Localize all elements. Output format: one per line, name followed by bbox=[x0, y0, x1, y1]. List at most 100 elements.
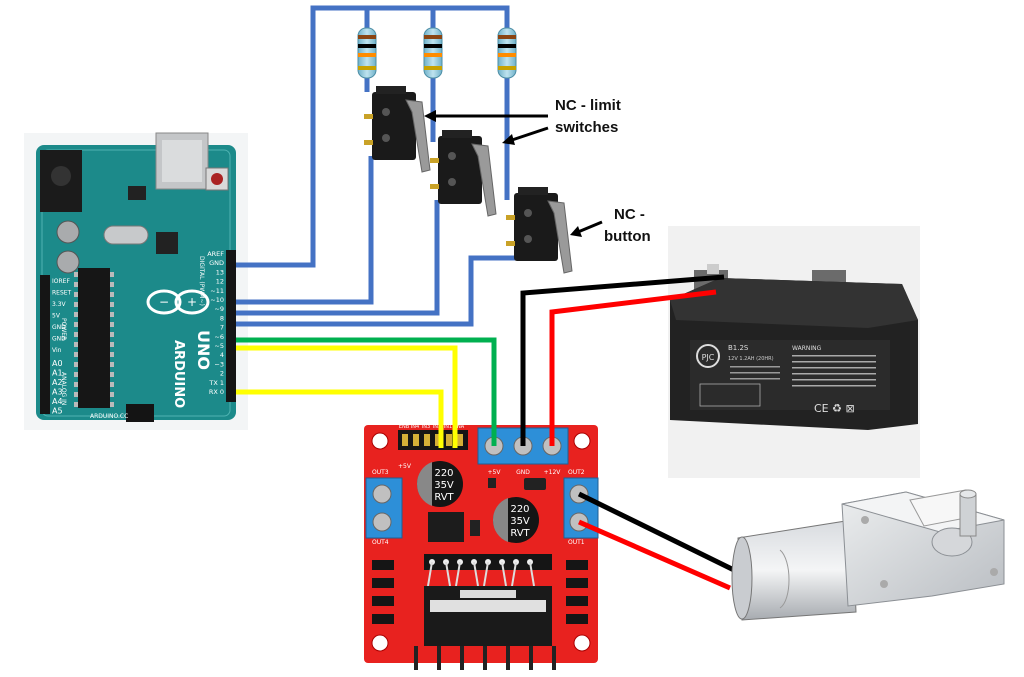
battery-spec: 12V 1.2AH (20HR) bbox=[728, 356, 774, 362]
out3-label: OUT3 bbox=[372, 469, 389, 476]
digital-pin-label: ~9 bbox=[214, 305, 224, 313]
yellow-wire-pin7 bbox=[236, 345, 458, 448]
power-terminal-label: GND bbox=[516, 469, 530, 476]
switches bbox=[364, 86, 573, 274]
power-pin-labels: IOREF RESET 3.3V 5V GND GND Vin bbox=[52, 278, 72, 354]
power-pin-label: 3.3V bbox=[52, 301, 67, 308]
digital-section-label: DIGITAL (PWM~) bbox=[198, 256, 205, 306]
resistor bbox=[423, 27, 443, 79]
svg-text:220: 220 bbox=[434, 468, 453, 479]
power-header bbox=[40, 275, 50, 363]
driver-pin-label: IN4 bbox=[411, 424, 419, 430]
power-pin-label: Vin bbox=[52, 347, 62, 354]
capacitor-2: 220 35V RVT bbox=[492, 497, 539, 543]
driver-pin-label: ENA bbox=[454, 424, 465, 430]
blue-wire-pin9 bbox=[236, 200, 440, 316]
voltage-regulator bbox=[428, 512, 464, 542]
digital-pin-label: 8 bbox=[220, 314, 224, 322]
micro-switch bbox=[506, 187, 573, 274]
limit-switch-label-2: switches bbox=[555, 119, 618, 136]
power-terminal-label: +12V bbox=[544, 469, 562, 476]
svg-text:PJC: PJC bbox=[702, 353, 715, 362]
red-wire-motor bbox=[577, 519, 732, 591]
button-label-1: NC - bbox=[614, 206, 645, 223]
analog-pin-label: A3 bbox=[52, 388, 63, 397]
dc-gear-motor bbox=[731, 489, 1005, 621]
out1-label: OUT1 bbox=[568, 539, 585, 546]
arduino-logo: − + bbox=[146, 289, 210, 315]
digital-pin-label: 2 bbox=[220, 370, 224, 378]
driver-pin-label: IN3 bbox=[422, 424, 430, 430]
output-shaft bbox=[959, 493, 977, 537]
red-wire-battery-12v bbox=[549, 289, 717, 446]
micro-switch bbox=[430, 130, 497, 217]
green-wire-5v bbox=[236, 337, 497, 446]
analog-pin-label: A0 bbox=[52, 359, 63, 368]
svg-text:35V: 35V bbox=[434, 480, 454, 491]
power-terminal-label: +5V bbox=[488, 469, 502, 476]
button-label-2: button bbox=[604, 228, 651, 245]
power-pin-label: 5V bbox=[52, 313, 61, 320]
out4-label: OUT4 bbox=[372, 539, 389, 546]
power-section-label: POWER bbox=[60, 318, 67, 340]
resistor bbox=[357, 27, 377, 79]
digital-pin-label: ~6 bbox=[214, 333, 224, 341]
digital-header-low bbox=[226, 338, 236, 402]
power-pin-label: IOREF bbox=[52, 278, 70, 285]
digital-pin-label: ~3 bbox=[214, 360, 224, 368]
battery-warning: WARNING bbox=[792, 345, 822, 352]
battery-model: B1.2S bbox=[728, 344, 749, 352]
digital-pin-label: 12 bbox=[216, 278, 224, 286]
analog-pin-label: A1 bbox=[52, 369, 63, 378]
motor-can bbox=[737, 519, 857, 621]
analog-header bbox=[40, 360, 50, 414]
digital-pin-label: RX 0 bbox=[209, 388, 224, 396]
limit-switch-label-1: NC - limit bbox=[555, 97, 621, 114]
micro-switch bbox=[364, 86, 431, 173]
svg-text:RVT: RVT bbox=[510, 528, 530, 539]
digital-pin-label: 7 bbox=[220, 324, 224, 332]
resistor bbox=[497, 27, 517, 79]
svg-text:RVT: RVT bbox=[434, 492, 454, 503]
digital-pin-label: ~5 bbox=[214, 342, 224, 350]
svg-text:CE ♻ ⊠: CE ♻ ⊠ bbox=[814, 402, 855, 415]
digital-pin-label: GND bbox=[209, 259, 224, 267]
driver-left-5v: +5V bbox=[398, 463, 412, 470]
arduino-uno-board: − + ARDUINO UNO ARDUINO.CC IOREFRESET3.3… bbox=[24, 132, 248, 430]
power-pin-label: GND bbox=[52, 336, 66, 343]
out2-label: OUT2 bbox=[568, 469, 585, 476]
digital-pin-label: TX 1 bbox=[208, 379, 224, 387]
analog-pin-label: A4 bbox=[52, 397, 63, 406]
blue-wire-gnd-bus bbox=[236, 5, 510, 268]
digital-pin-label: 4 bbox=[220, 351, 224, 359]
battery: PJC B1.2S 12V 1.2AH (20HR) WARNING CE ♻ … bbox=[668, 226, 920, 478]
capacitor-1: 220 35V RVT bbox=[416, 461, 463, 507]
svg-text:35V: 35V bbox=[510, 516, 530, 527]
black-wire-battery-gnd bbox=[520, 274, 725, 446]
arduino-site: ARDUINO.CC bbox=[90, 413, 128, 420]
power-pin-label: RESET bbox=[52, 290, 72, 297]
analog-section-label: ANALOG IN bbox=[60, 372, 67, 405]
pullup-resistors bbox=[357, 27, 517, 79]
svg-text:−: − bbox=[159, 295, 169, 309]
annotation-arrows bbox=[424, 110, 603, 237]
digital-pin-label: 13 bbox=[216, 268, 224, 276]
digital-pin-label: ~10 bbox=[210, 296, 224, 304]
digital-pin-label: ~11 bbox=[210, 287, 224, 295]
atmega-chip bbox=[78, 268, 110, 408]
driver-pin-label: ENB bbox=[399, 424, 410, 430]
blue-wire-pin10 bbox=[236, 156, 374, 305]
blue-wires bbox=[236, 5, 520, 327]
blue-wire-pin8 bbox=[236, 255, 520, 327]
arduino-brand: ARDUINO bbox=[171, 340, 186, 408]
driver-pin-label: IN1 bbox=[444, 424, 452, 430]
driver-pin-label: IN2 bbox=[433, 424, 441, 430]
digital-header-high bbox=[226, 250, 236, 342]
svg-text:220: 220 bbox=[510, 504, 529, 515]
black-wire-motor bbox=[577, 491, 740, 575]
power-pin-label: GND bbox=[52, 324, 66, 331]
